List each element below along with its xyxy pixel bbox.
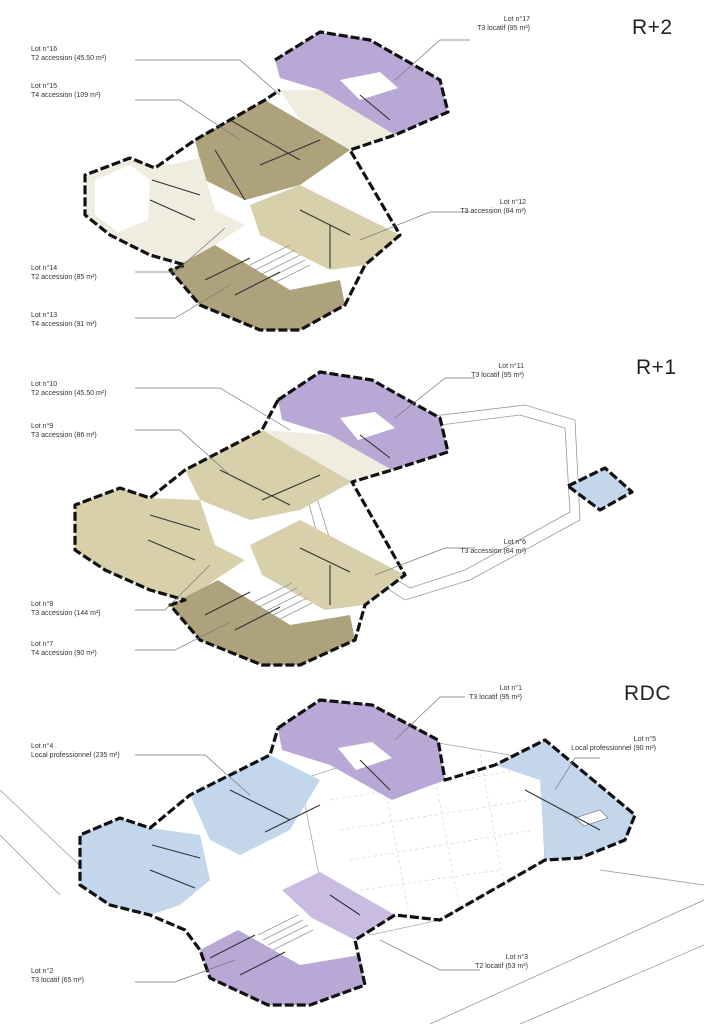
unit-lot9 (185, 430, 352, 520)
floor-title-r1: R+1 (636, 356, 677, 379)
unit-lot4 (190, 755, 320, 855)
unit-lot10 (262, 430, 392, 482)
leader-lines (135, 39, 600, 983)
floor-title-r2: R+2 (632, 16, 673, 39)
unit-lot8 (75, 488, 245, 600)
unit-lot13 (170, 245, 345, 330)
floor-plan-r1 (73, 370, 634, 667)
floor-plan-rdc (0, 698, 704, 1024)
unit-lot7 (170, 580, 355, 665)
floor-plan-r2 (83, 30, 450, 332)
unit-lot6 (250, 520, 405, 610)
unit-lot2 (200, 930, 365, 1005)
unit-lot16 (280, 90, 395, 150)
unit-lot4-octagon (80, 818, 210, 915)
floor-title-rdc: RDC (624, 682, 671, 705)
unit-lot12 (250, 185, 400, 270)
unit-lot15 (195, 100, 350, 200)
unit-lot3 (282, 872, 395, 940)
